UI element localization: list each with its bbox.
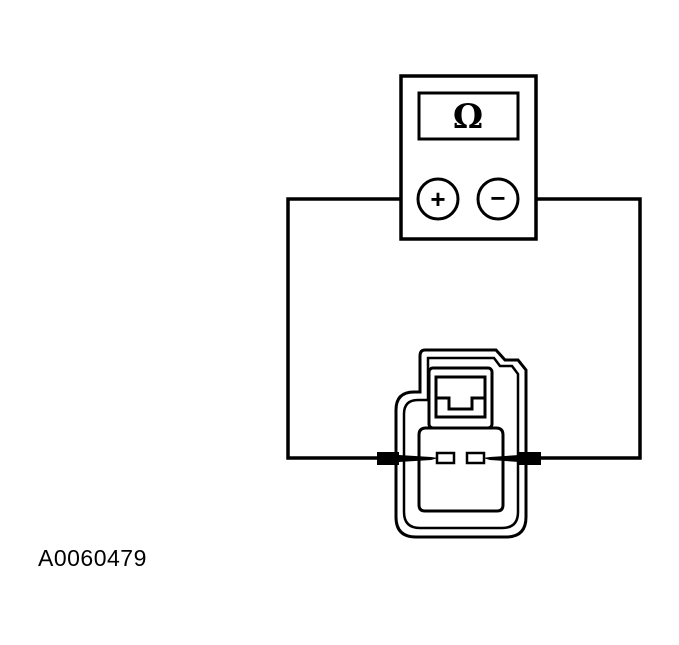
negative-terminal-label: − (490, 183, 505, 213)
probe-left-body (377, 452, 399, 465)
negative-lead-wire (517, 197, 642, 460)
multimeter-icon: Ω + − (399, 74, 538, 241)
electrical-connector-icon (394, 348, 528, 539)
connector-pin-slot-left (435, 451, 456, 465)
ohm-symbol: Ω (453, 97, 483, 137)
probe-right-tip (483, 455, 519, 462)
meter-display (417, 91, 520, 141)
positive-terminal-label: + (430, 184, 445, 214)
probe-left-tip (399, 455, 438, 462)
test-probe-right (483, 452, 541, 465)
connector-terminal-cavity (417, 426, 505, 513)
connector-lock-notch (436, 396, 485, 411)
positive-lead-wire (286, 197, 415, 460)
probe-right-body (519, 452, 541, 465)
circuit-wires (286, 197, 642, 460)
negative-terminal (476, 177, 520, 221)
figure-id: A0060479 (38, 545, 147, 571)
connector-pin-slot-right (465, 451, 486, 465)
test-probe-left (377, 452, 438, 465)
positive-terminal (416, 177, 460, 221)
